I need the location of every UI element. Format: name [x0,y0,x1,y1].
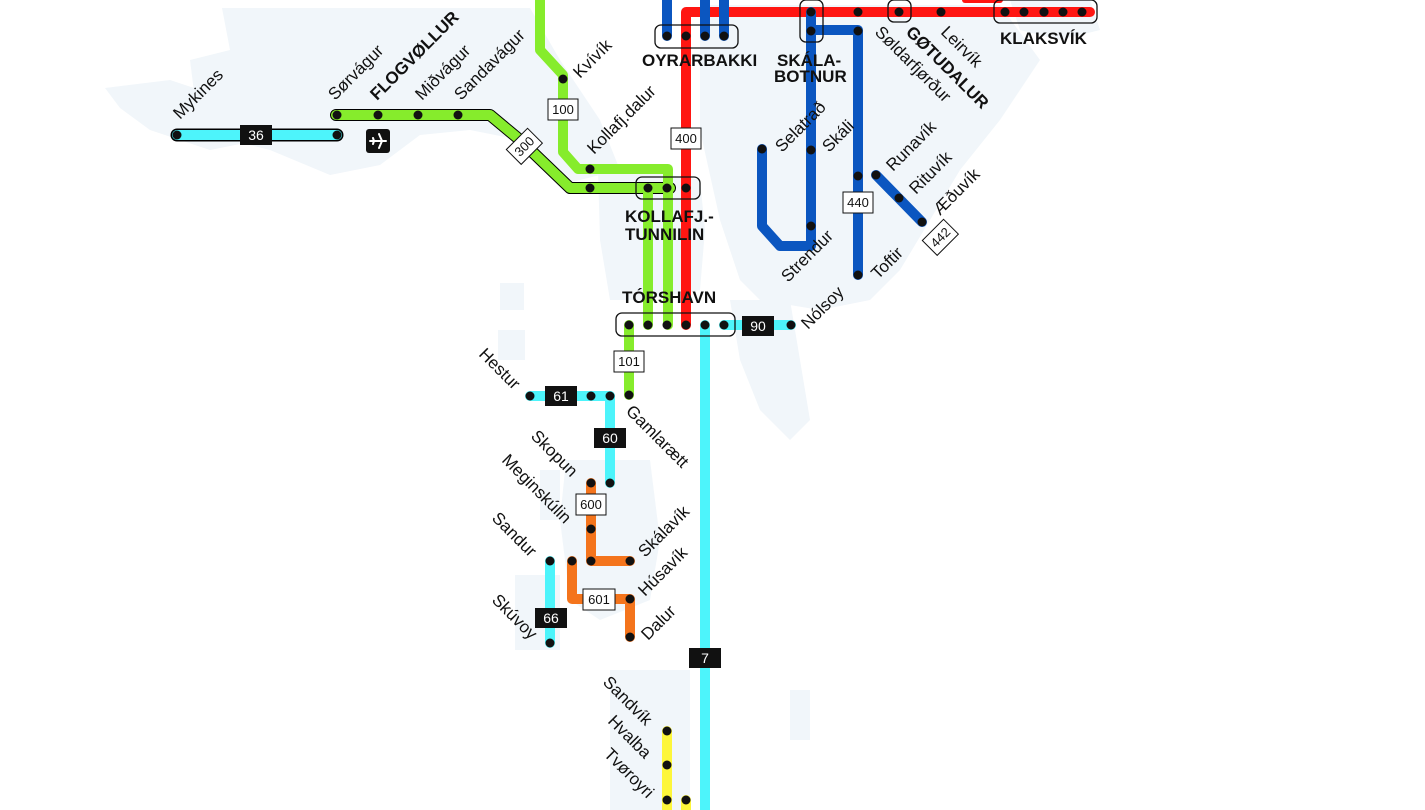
svg-text:61: 61 [553,388,569,404]
svg-text:36: 36 [248,127,264,143]
station-box-gotudalur[interactable] [887,0,912,23]
svg-text:7: 7 [701,650,709,666]
label-kollafjtunnilin-2[interactable]: TUNNILIN [625,225,704,244]
label-torshavn[interactable]: TÓRSHAVN [622,288,716,307]
badge-route-601[interactable]: 601 [582,588,616,611]
station-box-skalabotnur[interactable] [799,0,824,43]
badge-route-600[interactable]: 600 [575,493,607,516]
badge-route-440[interactable]: 440 [842,191,874,214]
svg-text:400: 400 [675,131,697,146]
badge-route-101[interactable]: 101 [613,350,645,373]
svg-text:101: 101 [618,354,640,369]
station-box-klaksvik[interactable] [993,0,1098,24]
svg-text:601: 601 [588,592,610,607]
svg-text:600: 600 [580,497,602,512]
station-box-torshavn[interactable] [615,312,736,337]
badge-route-90[interactable]: 90 [742,316,774,336]
label-kollafjtunnilin-1[interactable]: KOLLAFJ.- [625,207,714,226]
badge-route-7[interactable]: 7 [689,648,721,668]
badge-route-100[interactable]: 100 [547,98,579,121]
label-dalur[interactable]: Dalur [637,601,679,643]
svg-text:100: 100 [552,102,574,117]
airplane-icon [366,129,390,153]
badge-route-400[interactable]: 400 [670,127,702,150]
svg-text:66: 66 [543,610,559,626]
badge-route-66[interactable]: 66 [535,608,567,628]
stops [172,7,1087,805]
svg-text:440: 440 [847,195,869,210]
station-box-kollafjtunnilin[interactable] [635,176,701,200]
label-klaksvik[interactable]: KLAKSVÍK [1000,29,1088,48]
badge-route-60[interactable]: 60 [594,428,626,448]
label-skalabotnur-2[interactable]: BOTNUR [774,67,847,86]
station-box-oyrarbakki[interactable] [654,24,739,49]
svg-text:90: 90 [750,318,766,334]
line-route-400[interactable] [681,7,1095,330]
badge-route-61[interactable]: 61 [545,386,577,406]
line-route-100[interactable] [535,0,673,330]
label-oyrarbakki[interactable]: OYRARBAKKI [642,51,757,70]
label-kvivik[interactable]: Kvívík [569,35,616,82]
label-sandur[interactable]: Sandur [488,508,540,560]
label-skalabotnur-1[interactable]: SKÁLA- [777,51,841,70]
svg-text:60: 60 [602,430,618,446]
badge-route-442[interactable]: 442 [921,218,960,257]
badge-route-36[interactable]: 36 [240,125,272,145]
station-boxes [615,0,1098,337]
